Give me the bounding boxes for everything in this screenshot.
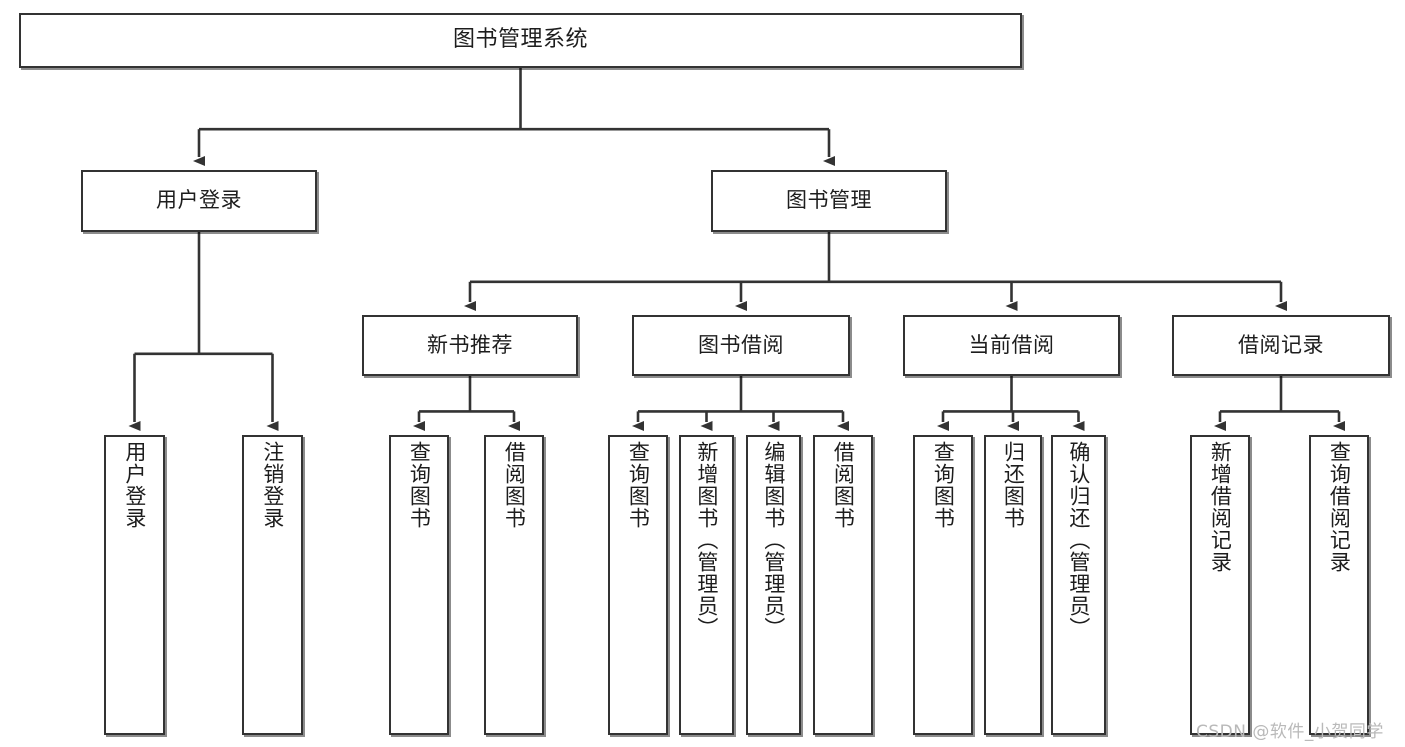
node-leaf-query-book-rec[interactable]: 查询图书 [389, 435, 449, 735]
node-leaf-add-borrow-record[interactable]: 新增借阅记录 [1190, 435, 1250, 735]
node-label: 借阅图书 [502, 441, 527, 529]
node-label: 图书管理 [786, 188, 872, 213]
node-label: 图书管理系统 [452, 27, 588, 53]
node-label: 编辑图书（管理员） [761, 441, 786, 639]
node-label: 借阅图书 [831, 441, 856, 529]
node-leaf-borrow-book[interactable]: 借阅图书 [813, 435, 873, 735]
node-label: 图书借阅 [698, 332, 784, 357]
node-current-borrow[interactable]: 当前借阅 [903, 315, 1120, 376]
node-label: 新增图书（管理员） [694, 441, 719, 639]
node-leaf-edit-book-admin[interactable]: 编辑图书（管理员） [746, 435, 801, 735]
node-label: 用户登录 [122, 441, 147, 529]
node-book-borrow[interactable]: 图书借阅 [632, 315, 850, 376]
node-label: 新书推荐 [427, 332, 513, 357]
node-leaf-query-book-borrow[interactable]: 查询图书 [608, 435, 668, 735]
node-label: 注销登录 [260, 441, 285, 529]
node-label: 查询图书 [931, 441, 956, 529]
connector-lines [128, 68, 1345, 431]
node-root[interactable]: 图书管理系统 [19, 13, 1022, 68]
node-leaf-query-borrow-record[interactable]: 查询借阅记录 [1309, 435, 1369, 735]
node-borrow-record[interactable]: 借阅记录 [1172, 315, 1390, 376]
node-label: 归还图书 [1001, 441, 1026, 529]
node-label: 新增借阅记录 [1208, 441, 1233, 573]
node-label: 查询借阅记录 [1327, 441, 1352, 573]
node-label: 借阅记录 [1238, 332, 1324, 357]
node-leaf-add-book-admin[interactable]: 新增图书（管理员） [679, 435, 734, 735]
node-label: 用户登录 [156, 188, 242, 213]
node-label: 查询图书 [407, 441, 432, 529]
node-leaf-return-book[interactable]: 归还图书 [984, 435, 1042, 735]
node-leaf-borrow-book-rec[interactable]: 借阅图书 [484, 435, 544, 735]
node-label: 确认归还（管理员） [1066, 441, 1091, 639]
node-leaf-logout[interactable]: 注销登录 [242, 435, 303, 735]
node-label: 当前借阅 [968, 332, 1055, 357]
node-leaf-user-login[interactable]: 用户登录 [104, 435, 165, 735]
node-user-login[interactable]: 用户登录 [81, 170, 317, 232]
node-leaf-query-book-cur[interactable]: 查询图书 [913, 435, 973, 735]
node-label: 查询图书 [626, 441, 651, 529]
node-new-book-rec[interactable]: 新书推荐 [362, 315, 578, 376]
node-book-manage[interactable]: 图书管理 [711, 170, 947, 232]
watermark: CSDN @软件_小贺同学 [1196, 722, 1384, 742]
node-leaf-confirm-return-admin[interactable]: 确认归还（管理员） [1051, 435, 1106, 735]
